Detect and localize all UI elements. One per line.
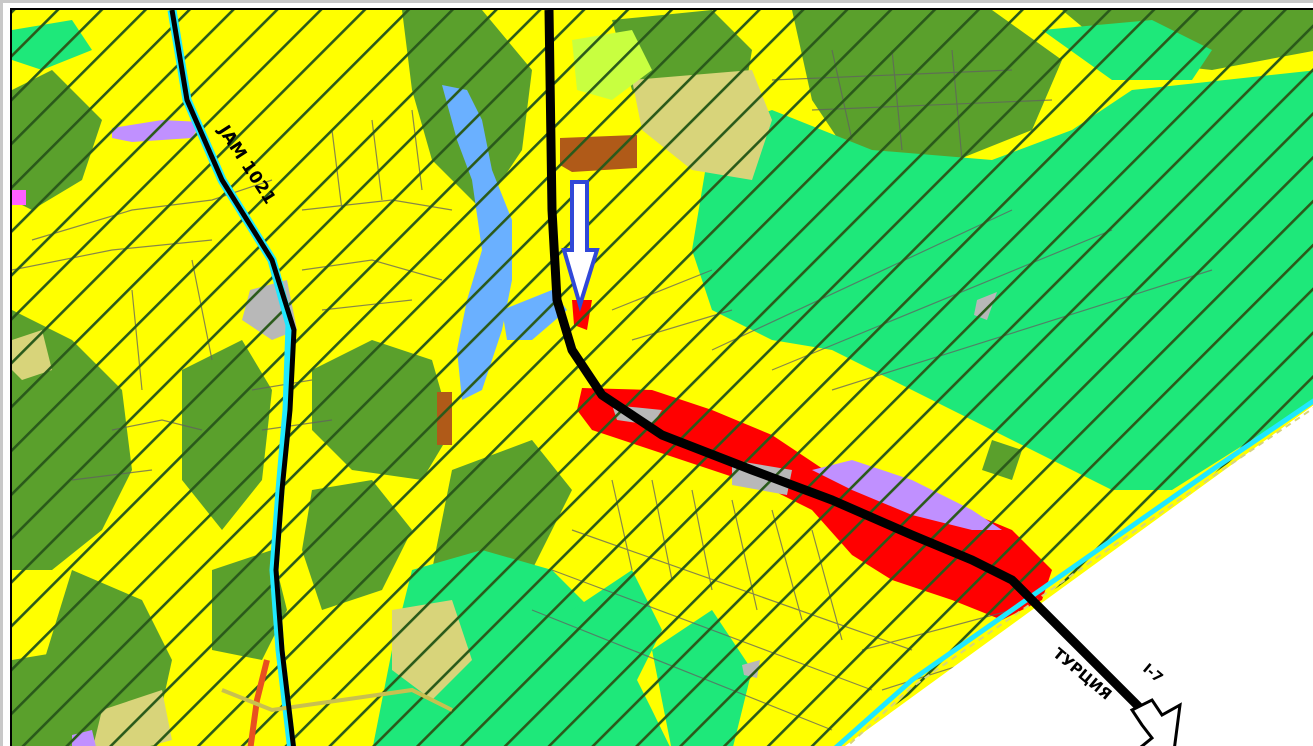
direction-arrow-icon (561, 180, 600, 312)
local-road (247, 659, 270, 746)
map-viewport[interactable]: JAM 1021 I-7 ТУРЦИЯ (10, 8, 1313, 746)
foreign-territory (844, 405, 1313, 746)
road-i-7[interactable] (544, 10, 1146, 714)
road-jam-1021[interactable] (169, 10, 297, 746)
land-use-map[interactable]: JAM 1021 I-7 ТУРЦИЯ (12, 10, 1313, 746)
exit-arrow-icon (1129, 698, 1182, 746)
state-border (833, 398, 1313, 746)
